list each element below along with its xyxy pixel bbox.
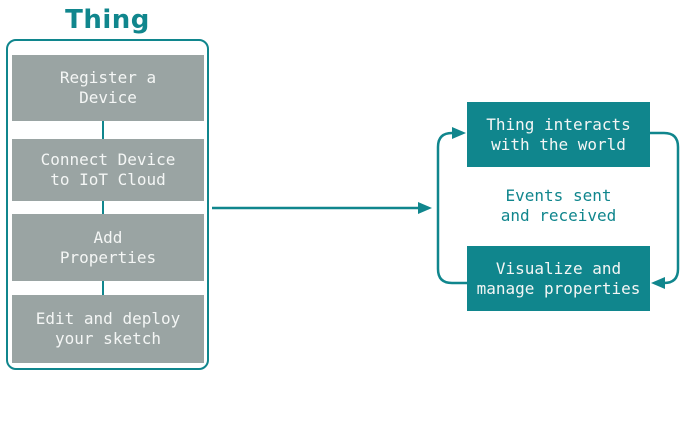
step-connector-line bbox=[102, 121, 104, 295]
step-connect-device: Connect Device to IoT Cloud bbox=[12, 139, 204, 201]
cycle-left-arrow-icon bbox=[436, 127, 467, 285]
step-register-device: Register a Device bbox=[12, 55, 204, 121]
thing-steps-container bbox=[6, 39, 209, 370]
cycle-box-thing-interacts: Thing interacts with the world bbox=[467, 102, 650, 167]
cycle-right-arrow-icon bbox=[650, 131, 680, 289]
cycle-box-visualize-manage: Visualize and manage properties bbox=[467, 246, 650, 311]
step-add-properties: Add Properties bbox=[12, 214, 204, 281]
cycle-label-events: Events sent and received bbox=[500, 186, 617, 225]
thing-title: Thing bbox=[65, 5, 150, 35]
step-edit-deploy-sketch: Edit and deploy your sketch bbox=[12, 295, 204, 363]
